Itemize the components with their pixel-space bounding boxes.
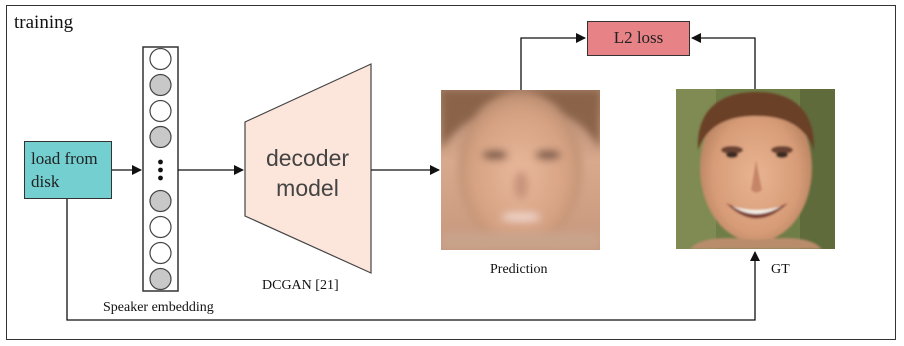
embedding-node (149, 267, 172, 291)
embedding-node (149, 99, 172, 123)
diagram-title: training (14, 12, 74, 33)
speaker-embedding-caption: Speaker embedding (103, 300, 214, 315)
embedding-column (142, 46, 179, 292)
ellipsis-dot (158, 159, 163, 165)
load-box-line1: load from (31, 149, 98, 168)
ellipsis-dot (158, 175, 163, 181)
prediction-image (441, 90, 600, 250)
connector-arrows (66, 33, 760, 321)
load-from-disk-box: load from disk (24, 141, 112, 199)
decoder-label-line2: model (276, 175, 339, 201)
embedding-node (149, 73, 172, 97)
gt-caption: GT (771, 262, 790, 277)
arrow-load-to-gt (66, 199, 760, 321)
ellipsis-dot (158, 167, 163, 173)
embedding-node (149, 241, 172, 265)
decoder-label: decoder model (245, 143, 370, 203)
embedding-node (149, 189, 172, 213)
arrow-prediction-to-loss (520, 33, 586, 90)
l2-loss-box: L2 loss (587, 21, 690, 56)
training-frame (6, 5, 896, 340)
decoder-trapezoid (244, 63, 372, 274)
embedding-node (149, 125, 172, 149)
prediction-caption: Prediction (490, 262, 548, 277)
ground-truth-image (676, 89, 835, 249)
load-box-line2: disk (31, 172, 60, 191)
embedding-node (149, 215, 172, 239)
decoder-label-line1: decoder (265, 145, 350, 171)
embedding-node (149, 47, 172, 71)
dcgan-caption: DCGAN [21] (262, 278, 339, 293)
arrow-gt-to-loss (691, 33, 756, 89)
